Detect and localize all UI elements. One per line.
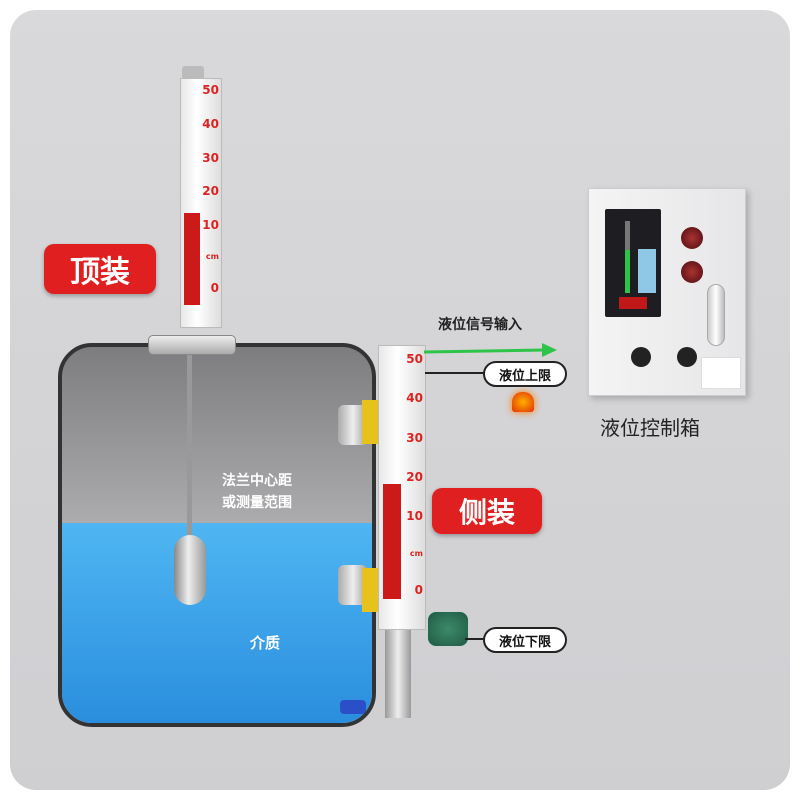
indicator-lamp-2 — [681, 261, 703, 283]
top-flange — [148, 335, 236, 355]
tank — [58, 343, 376, 727]
flange-distance-text: 法兰中心距 或测量范围 — [222, 473, 292, 511]
side-gauge-stem — [385, 628, 411, 718]
top-gauge-cap — [182, 66, 204, 80]
drain-valve — [340, 700, 366, 714]
signal-arrow — [424, 343, 557, 357]
nameplate — [701, 357, 741, 389]
door-handle — [707, 284, 725, 346]
top-float — [174, 535, 206, 605]
digital-readout — [619, 297, 647, 309]
mode-knob — [677, 347, 697, 367]
upper-limit-label: 液位上限 — [483, 361, 567, 387]
upper-limit-leader — [425, 372, 487, 374]
lower-switch — [362, 568, 380, 612]
side-mount-label: 侧装 — [432, 488, 542, 534]
control-box — [588, 188, 746, 396]
keypad — [638, 249, 656, 293]
transmitter-head — [428, 612, 468, 646]
top-float-rod — [187, 350, 192, 550]
bar-indicator — [625, 221, 630, 293]
lower-limit-label: 液位下限 — [483, 627, 567, 653]
indicator-lamp-1 — [681, 227, 703, 249]
medium-label: 介质 — [250, 634, 281, 652]
signal-arrow-head — [542, 343, 557, 357]
side-gauge-level — [383, 484, 401, 599]
top-gauge-level — [184, 213, 200, 305]
alarm-light-icon — [512, 392, 534, 412]
top-mount-label: 顶装 — [44, 244, 156, 294]
level-display — [605, 209, 661, 317]
signal-arrow-line — [424, 348, 545, 354]
power-knob — [631, 347, 651, 367]
liquid-medium — [62, 523, 372, 723]
control-box-label: 液位控制箱 — [600, 416, 700, 440]
upper-switch — [362, 400, 380, 444]
signal-input-label: 液位信号输入 — [438, 317, 522, 333]
